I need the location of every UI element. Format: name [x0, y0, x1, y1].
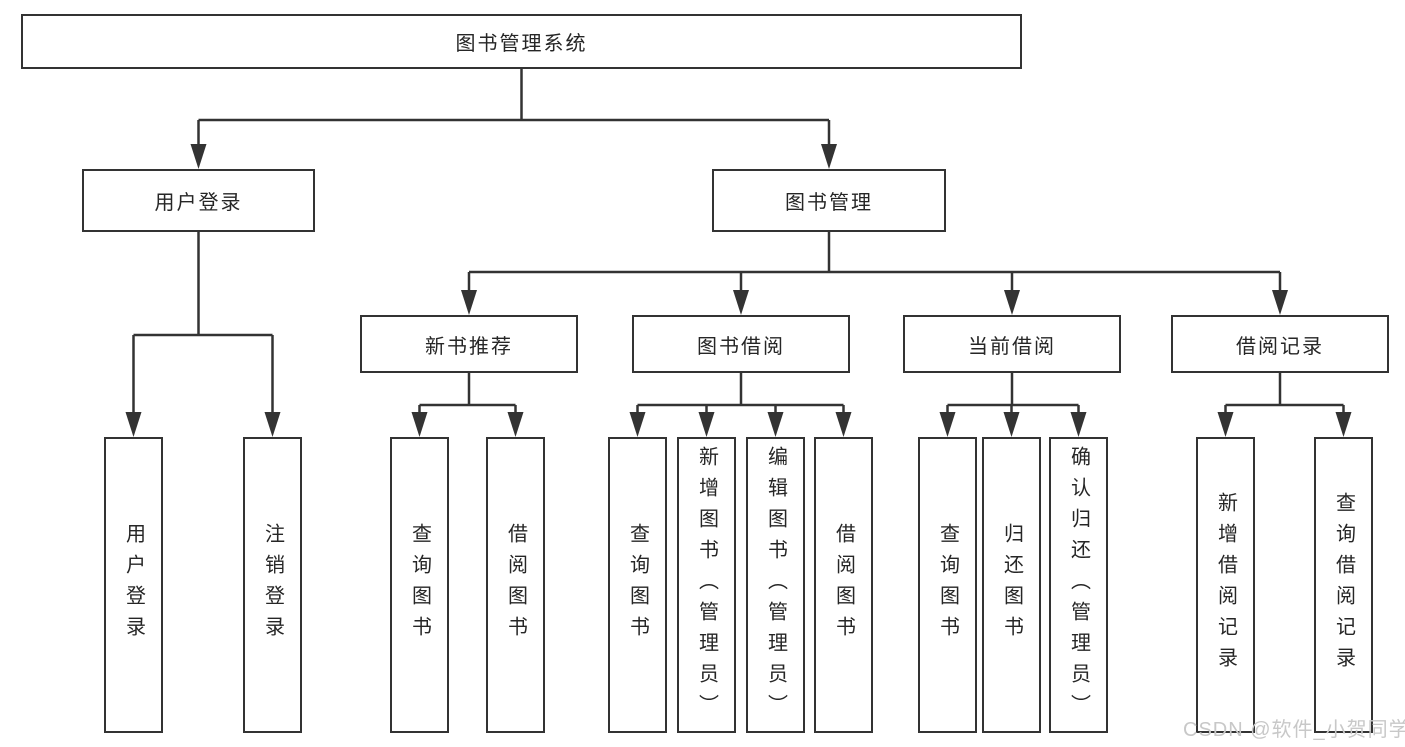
arrowheads-level2	[190, 144, 837, 169]
leaf-query-books-3: 查询图书	[918, 437, 977, 733]
leaf-user-login-label: 用户登录	[122, 523, 145, 647]
leaf-return-books: 归还图书	[982, 437, 1041, 733]
leaf-edit-books-admin-label: 编辑图书（管理员）	[764, 445, 787, 725]
node-user-login: 用户登录	[82, 169, 315, 232]
node-book-management: 图书管理	[712, 169, 946, 232]
arrowheads-userlogin	[125, 412, 281, 437]
leaf-confirm-return-admin-label: 确认归还（管理员）	[1067, 445, 1090, 725]
leaf-query-borrow-record-label: 查询借阅记录	[1332, 492, 1355, 678]
node-current-borrowing: 当前借阅	[903, 315, 1121, 373]
leaf-query-books-2: 查询图书	[608, 437, 667, 733]
leaf-query-books-2-label: 查询图书	[626, 523, 649, 647]
connector-bookmgmt-to-level3	[467, 232, 1282, 292]
node-book-borrowing: 图书借阅	[632, 315, 850, 373]
leaf-confirm-return-admin: 确认归还（管理员）	[1049, 437, 1108, 733]
arrowheads-currentborrow	[939, 412, 1087, 437]
watermark: CSDN @软件_小贺同学	[1183, 719, 1405, 741]
leaf-user-login: 用户登录	[104, 437, 163, 733]
leaf-borrow-books-1-label: 借阅图书	[504, 523, 527, 647]
leaf-borrow-books-2: 借阅图书	[814, 437, 873, 733]
connector-userlogin-to-leaves	[132, 232, 274, 414]
arrowheads-level3	[461, 290, 1288, 315]
leaf-query-books-3-label: 查询图书	[936, 523, 959, 647]
leaf-query-borrow-record: 查询借阅记录	[1314, 437, 1373, 733]
leaf-logout-label: 注销登录	[261, 523, 284, 647]
leaf-edit-books-admin: 编辑图书（管理员）	[746, 437, 805, 733]
connector-currentborrow-to-leaves	[946, 373, 1080, 414]
leaf-logout: 注销登录	[243, 437, 302, 733]
connector-borrowrecord-to-leaves	[1224, 373, 1345, 414]
connector-newbook-to-leaves	[418, 373, 517, 414]
leaf-query-books-1: 查询图书	[390, 437, 449, 733]
leaf-add-borrow-record-label: 新增借阅记录	[1214, 492, 1237, 678]
leaf-borrow-books-1: 借阅图书	[486, 437, 545, 733]
leaf-add-books-admin-label: 新增图书（管理员）	[695, 445, 718, 725]
arrowheads-bookborrow	[629, 412, 852, 437]
node-root-library-system: 图书管理系统	[21, 14, 1022, 69]
leaf-borrow-books-2-label: 借阅图书	[832, 523, 855, 647]
arrowheads-newbook	[411, 412, 524, 437]
leaf-return-books-label: 归还图书	[1000, 523, 1023, 647]
node-new-book-recommend: 新书推荐	[360, 315, 578, 373]
leaf-add-borrow-record: 新增借阅记录	[1196, 437, 1255, 733]
connector-bookborrow-to-leaves	[636, 373, 845, 414]
leaf-query-books-1-label: 查询图书	[408, 523, 431, 647]
leaf-add-books-admin: 新增图书（管理员）	[677, 437, 736, 733]
connector-root-to-level2	[197, 69, 831, 146]
node-borrowing-records: 借阅记录	[1171, 315, 1389, 373]
arrowheads-borrowrecord	[1217, 412, 1352, 437]
